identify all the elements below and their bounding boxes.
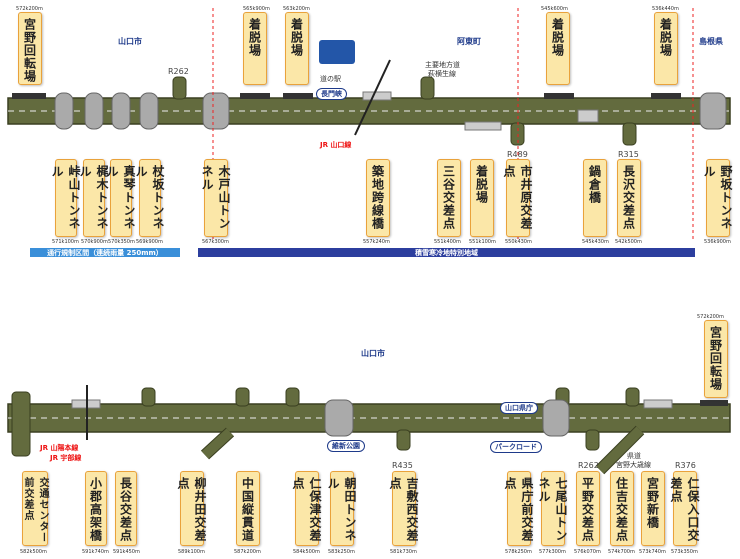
facility-card: 杖坂トンネル xyxy=(134,159,165,237)
rail-label: JR 山陽本線 xyxy=(40,444,79,452)
railway-line xyxy=(354,59,391,136)
facility-card: 峠山トンネル xyxy=(50,159,81,237)
km-label: 591k740m xyxy=(82,549,109,555)
km-label: 572k200m xyxy=(697,314,724,320)
facility-card: 三谷交差点 xyxy=(437,159,461,237)
michinoeki-icon xyxy=(319,40,355,64)
km-label: 551k100m xyxy=(469,239,496,245)
km-label: 591k450m xyxy=(113,549,140,555)
facility-card: 仁保入口交差点 xyxy=(669,471,700,546)
ishin-park-label: 維新公園 xyxy=(327,440,365,452)
road-label: 県道 xyxy=(627,452,641,460)
route-label: R376 xyxy=(675,461,696,470)
km-label: 571k100m xyxy=(52,239,79,245)
route-label: R489 xyxy=(507,150,528,159)
facility-card: 平野交差点 xyxy=(576,471,600,546)
facility-card: 吉敷西交差点 xyxy=(388,471,419,546)
facility-card: 朝田トンネル xyxy=(326,471,357,546)
tunnel-icons-bottom xyxy=(324,399,570,437)
facility-card: 交通センター前交差点 xyxy=(22,471,48,546)
nagatokyo-label: 長門峡 xyxy=(316,88,347,100)
regulation-bar: 通行規制区間（連続雨量 250mm） xyxy=(30,248,180,257)
facility-card: 着脱場 xyxy=(470,159,494,237)
facility-card: 宮野回転場 xyxy=(704,320,728,398)
facility-card: 着脱場 xyxy=(654,12,678,85)
facility-card: 七尾山トンネル xyxy=(537,471,568,546)
facility-card: 着脱場 xyxy=(243,12,267,85)
km-label: 545k600m xyxy=(541,6,568,12)
km-label: 587k200m xyxy=(234,549,261,555)
km-label: 581k730m xyxy=(390,549,417,555)
km-label: 550k430m xyxy=(505,239,532,245)
facility-card: 柳井田交差点 xyxy=(176,471,207,546)
facility-card: 着脱場 xyxy=(546,12,570,85)
facility-card: 着脱場 xyxy=(285,12,309,85)
route-label: R315 xyxy=(618,150,639,159)
facility-card: 長谷交差点 xyxy=(115,471,137,546)
facility-card: 真琴トンネル xyxy=(105,159,136,237)
area-label: 島根県 xyxy=(699,37,723,46)
km-label: 577k300m xyxy=(539,549,566,555)
facility-card: 長沢交差点 xyxy=(617,159,641,237)
facility-card: 中国縦貫道 xyxy=(236,471,260,546)
area-label: 山口市 xyxy=(118,37,142,46)
km-label: 557k240m xyxy=(363,239,390,245)
facility-card: 県庁前交差点 xyxy=(503,471,534,546)
rail-label: JR 宇部線 xyxy=(50,454,82,462)
km-label: 589k100m xyxy=(178,549,205,555)
michinoeki-label: 道の駅 xyxy=(320,75,341,83)
facility-card: 築地跨線橋 xyxy=(366,159,390,237)
cold-area-bar: 積雪寒冷地特別地域 xyxy=(198,248,695,257)
facility-card: 仁保津交差点 xyxy=(291,471,322,546)
km-label: 582k500m xyxy=(20,549,47,555)
pads-top xyxy=(12,93,681,99)
area-label: 山口市 xyxy=(361,349,385,358)
km-label: 574k700m xyxy=(608,549,635,555)
route-label: R435 xyxy=(392,461,413,470)
km-label: 567k300m xyxy=(202,239,229,245)
km-label: 573k350m xyxy=(671,549,698,555)
facility-card: 市井原交差点 xyxy=(502,159,533,237)
road-label: 萩横生線 xyxy=(428,70,456,78)
km-label: 583k250m xyxy=(328,549,355,555)
km-label: 584k500m xyxy=(293,549,320,555)
km-label: 576k070m xyxy=(574,549,601,555)
km-label: 551k400m xyxy=(434,239,461,245)
km-label: 545k430m xyxy=(582,239,609,245)
km-label: 578k250m xyxy=(505,549,532,555)
km-label: 536k900m xyxy=(704,239,731,245)
park-road-label: パークロード xyxy=(490,441,542,453)
bridge-icons-top xyxy=(362,91,599,131)
route-label: R262 xyxy=(168,67,189,76)
area-label: 阿東町 xyxy=(457,37,481,46)
km-label: 573k740m xyxy=(639,549,666,555)
km-label: 536k440m xyxy=(652,6,679,12)
tunnel-icons-top xyxy=(54,92,727,130)
bottom-road xyxy=(7,387,731,475)
km-label: 565k900m xyxy=(243,6,270,12)
facility-card: 鍋倉橋 xyxy=(583,159,607,237)
rail-label: JR 山口線 xyxy=(320,141,352,149)
km-label: 570k900m xyxy=(81,239,108,245)
road-label: 主要地方道 xyxy=(425,61,460,69)
facility-card: 宮野新橋 xyxy=(641,471,665,546)
facility-card: 木戸山トンネル xyxy=(200,159,231,237)
km-label: 563k200m xyxy=(283,6,310,12)
route-label: R262 xyxy=(578,461,599,470)
km-label: 572k200m xyxy=(16,6,43,12)
km-label: 542k500m xyxy=(615,239,642,245)
facility-card: 梶木トンネル xyxy=(78,159,109,237)
facility-card: 住吉交差点 xyxy=(610,471,634,546)
road-label: 宮野大歳線 xyxy=(616,461,651,469)
facility-card: 宮野回転場 xyxy=(18,12,42,85)
facility-card: 小郡高架橋 xyxy=(85,471,107,546)
km-label: 569k900m xyxy=(136,239,163,245)
ken-office-label: 山口県庁 xyxy=(500,402,538,414)
facility-card: 野坂トンネル xyxy=(702,159,733,237)
km-label: 570k350m xyxy=(108,239,135,245)
